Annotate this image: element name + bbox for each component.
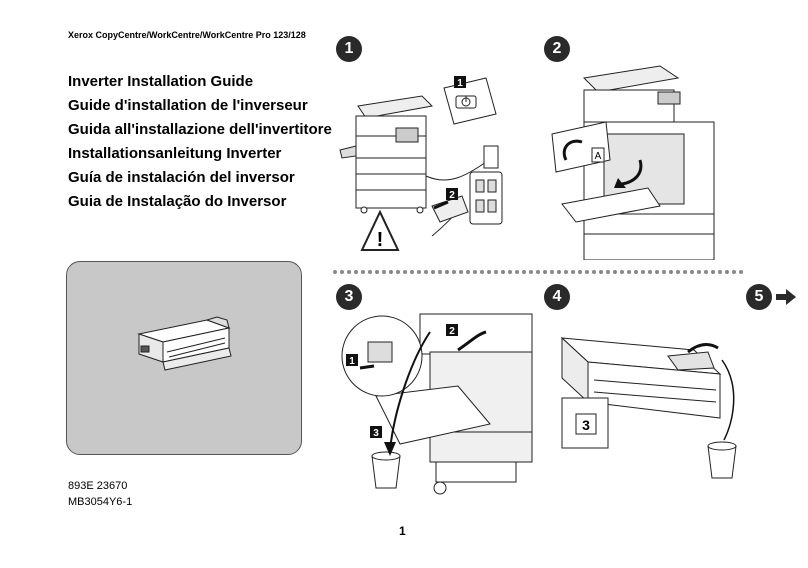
inverter-unit-image <box>137 316 232 371</box>
header-product-line: Xerox CopyCentre/WorkCentre/WorkCentre P… <box>68 30 306 40</box>
step3-callout-1: 1 <box>349 356 355 367</box>
title-en: Inverter Installation Guide <box>68 73 254 90</box>
step4-label-3: 3 <box>582 417 590 433</box>
step-badge-1: 1 <box>336 36 362 62</box>
step-badge-2: 2 <box>544 36 570 62</box>
dotted-divider <box>333 270 744 274</box>
guide-titles: Inverter Installation Guide Guide d'inst… <box>68 70 332 214</box>
title-pt: Guia de Instalação do Inversor <box>68 193 287 210</box>
part-number: 893E 23670 <box>68 480 128 492</box>
title-fr: Guide d'installation de l'inverseur <box>68 97 308 114</box>
page-number: 1 <box>399 524 406 538</box>
power-icon <box>461 96 471 107</box>
step3-illustration: 1 2 3 <box>341 313 533 495</box>
step1-callout-1: 1 <box>457 78 463 89</box>
step4-illustration: 3 <box>560 336 737 479</box>
arrow-right-icon <box>776 289 796 305</box>
title-es: Guía de instalación del inversor <box>68 169 295 186</box>
title-it: Guida all'installazione dell'invertitore <box>68 121 332 138</box>
step1-illustration: ! 1 2 <box>339 76 503 251</box>
step1-callout-2: 2 <box>449 190 455 201</box>
document-codes: 893E 23670 MB3054Y6-1 <box>68 478 132 510</box>
step-badge-3: 3 <box>336 284 362 310</box>
title-de: Installationsanleitung Inverter <box>68 145 282 162</box>
step2-illustration: A <box>551 65 715 260</box>
step3-callout-2: 2 <box>449 326 455 337</box>
doc-number: MB3054Y6-1 <box>68 496 133 508</box>
step3-callout-3: 3 <box>373 428 379 439</box>
step2-label-a: A <box>595 151 602 162</box>
warning-triangle-icon: ! <box>377 229 384 251</box>
step-badge-5: 5 <box>746 284 772 310</box>
product-panel <box>66 261 302 455</box>
step-badge-4: 4 <box>544 284 570 310</box>
